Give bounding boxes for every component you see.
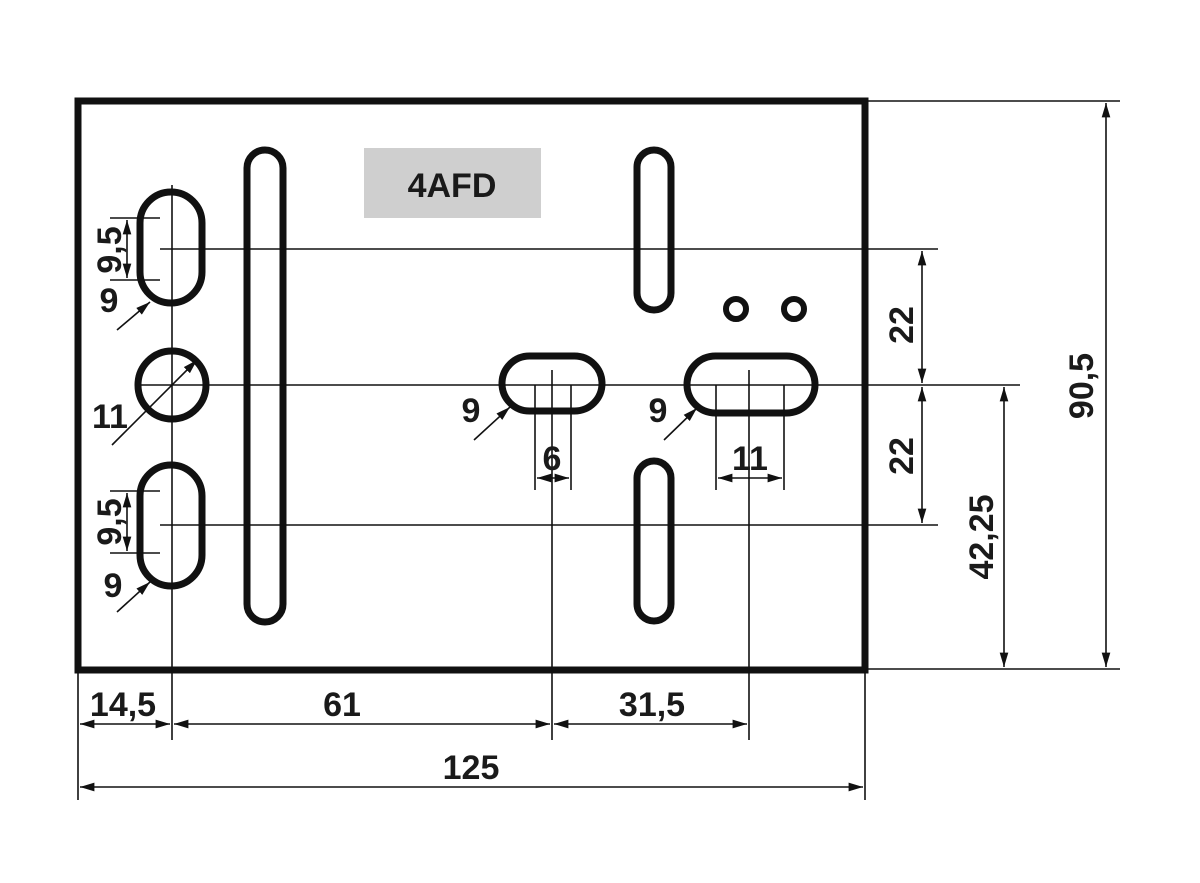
dim-height-to-center: 42,25 [963, 494, 1001, 579]
dim-right-slot-length: 11 [732, 440, 768, 478]
reference-lines [77, 100, 1120, 800]
dim-upper-slot-length: 9,5 [91, 226, 129, 273]
dimension-lines [80, 103, 1111, 792]
dim-lower-spacing: 22 [883, 437, 921, 475]
dim-center-slot-length: 6 [543, 440, 562, 478]
dim-right-slot-width: 9 [649, 392, 668, 430]
left-upper-slot [136, 188, 206, 307]
dim-overall-height: 90,5 [1063, 353, 1101, 419]
right-lower-vertical-slot [633, 457, 675, 625]
dim-lower-slot-width: 9 [104, 567, 123, 605]
dim-middle-span: 61 [323, 686, 361, 724]
part-label: 4AFD [408, 167, 497, 205]
dim-overall-width: 125 [443, 749, 500, 787]
part-label-box [364, 148, 541, 218]
small-hole-right [781, 296, 807, 322]
long-slot-left [243, 146, 287, 626]
leader-lines [111, 301, 698, 613]
dim-right-span: 31,5 [619, 686, 685, 724]
dim-lower-slot-length: 9,5 [91, 498, 129, 545]
dim-upper-spacing: 22 [883, 306, 921, 344]
dim-center-slot-width: 9 [462, 392, 481, 430]
dim-round-hole-diameter: 11 [92, 398, 128, 436]
right-upper-vertical-slot [633, 146, 675, 314]
small-hole-left [723, 296, 749, 322]
dim-left-offset: 14,5 [90, 686, 156, 724]
dim-upper-slot-width: 9 [100, 282, 119, 320]
